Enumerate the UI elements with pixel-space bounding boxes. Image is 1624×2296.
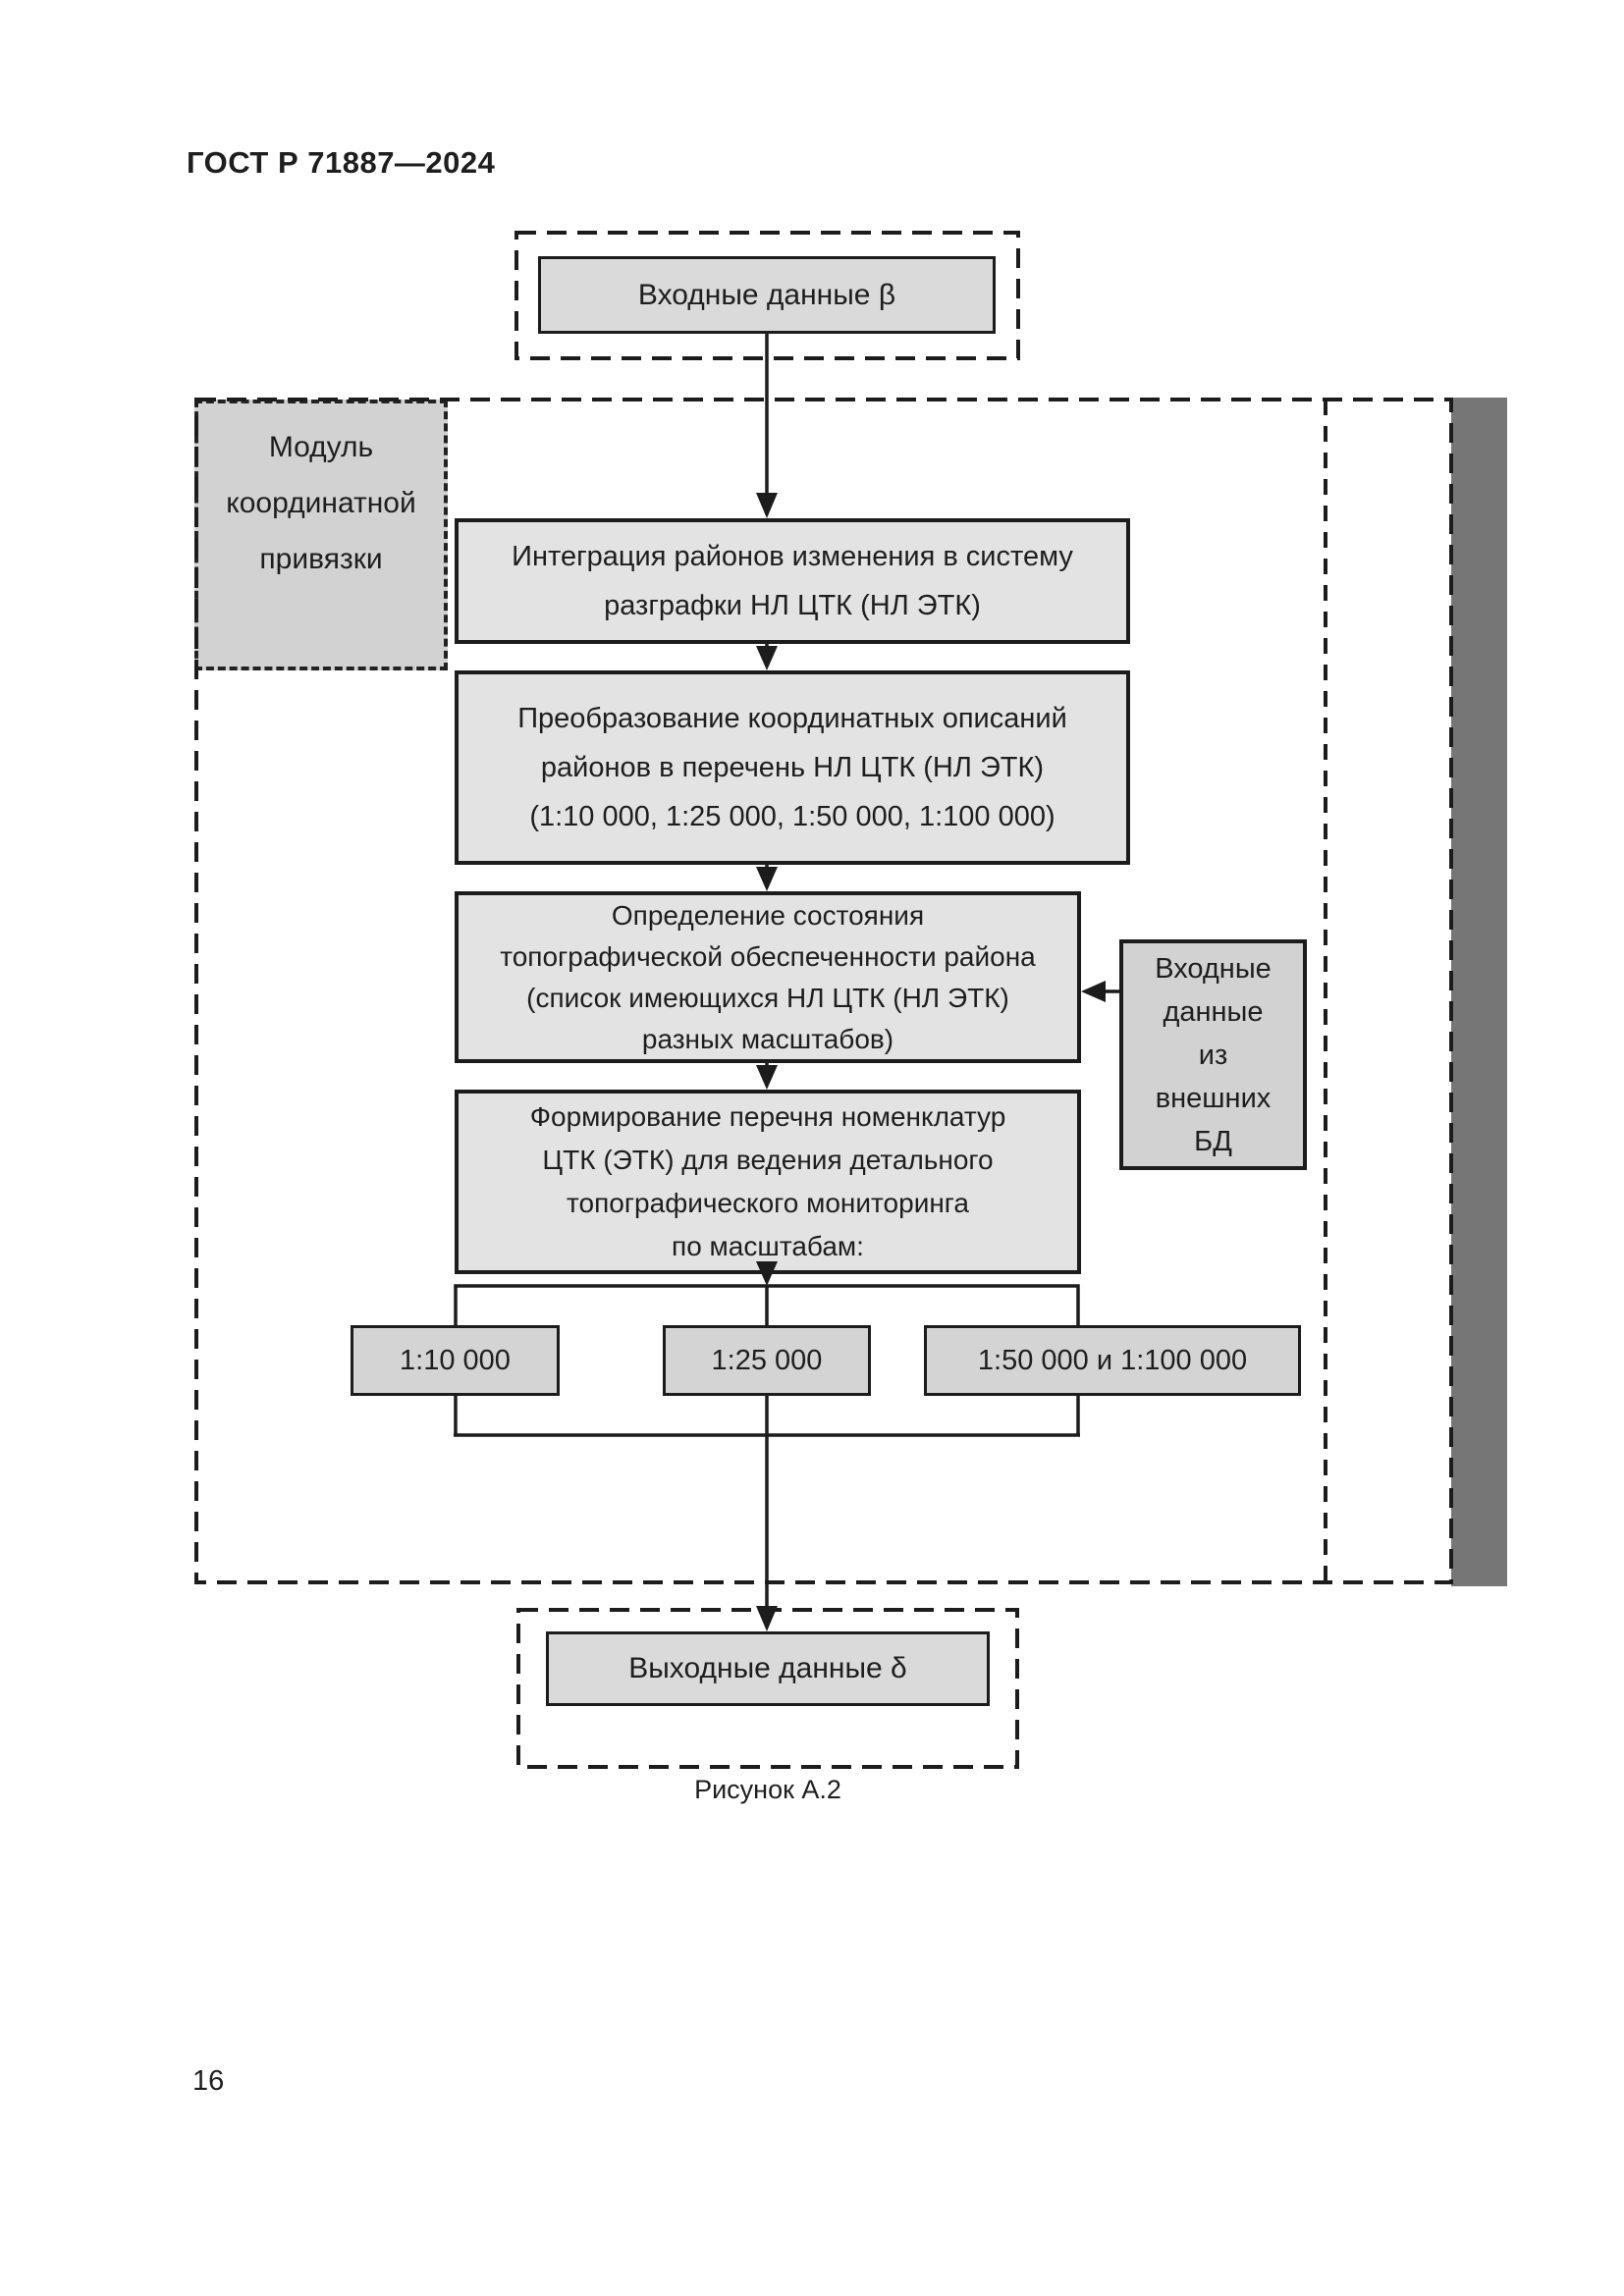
flow-node-state-line: разных масштабов) <box>641 1023 894 1054</box>
flow-node-integration-line: разграфки НЛ ЦТК (НЛ ЭТК) <box>604 590 981 621</box>
flow-node-formation-line: Формирование перечня номенклатур <box>529 1101 1006 1132</box>
flow-node-formation-line: по масштабам: <box>672 1231 864 1261</box>
flow-node-transformation-line: Преобразование координатных описаний <box>517 703 1067 734</box>
arrowhead-into-output <box>756 1606 778 1631</box>
flow-node-external-db-line: Входные <box>1155 952 1272 985</box>
arrowhead-into-transformation <box>756 646 778 670</box>
figure-caption: Рисунок А.2 <box>694 1775 841 1804</box>
flow-node-integration: Интеграция районов изменения в систему р… <box>455 518 1130 644</box>
flow-node-integration-line: Интеграция районов изменения в систему <box>512 541 1073 572</box>
flow-node-state-line: топографической обеспеченности района <box>500 940 1036 972</box>
flow-node-scale-25000-label: 1:25 000 <box>711 1345 823 1376</box>
flow-node-scale-10000: 1:10 000 <box>351 1325 560 1396</box>
module-label-line: координатной <box>226 487 416 519</box>
flow-node-external-db-line: данные <box>1163 995 1264 1028</box>
page-number: 16 <box>192 2065 225 2097</box>
flow-node-state-line: Определение состояния <box>611 899 925 931</box>
flow-node-transformation-line: (1:10 000, 1:25 000, 1:50 000, 1:100 000… <box>529 801 1056 832</box>
flow-node-external-db-line: внешних <box>1155 1082 1272 1114</box>
branch-top-rail <box>454 1284 1080 1325</box>
document-header: ГОСТ Р 71887—2024 <box>187 145 496 180</box>
arrowhead-into-integration <box>756 493 778 518</box>
flow-node-output-data-label: Выходные данные δ <box>628 1652 907 1684</box>
flow-node-output-data: Выходные данные δ <box>546 1631 990 1706</box>
module-label-line: привязки <box>259 543 383 575</box>
flow-node-formation-line: ЦТК (ЭТК) для ведения детального <box>542 1145 994 1175</box>
flow-node-input-data: Входные данные β <box>538 256 996 334</box>
flow-node-external-db-line: из <box>1198 1039 1228 1071</box>
flow-node-formation-line: топографического мониторинга <box>567 1188 969 1218</box>
flow-node-transformation-line: районов в перечень НЛ ЦТК (НЛ ЭТК) <box>540 752 1045 783</box>
module-label-line: Модуль <box>268 431 374 463</box>
flow-node-scale-10000-label: 1:10 000 <box>400 1345 511 1376</box>
flow-node-external-db: Входные данные из внешних БД <box>1119 939 1307 1170</box>
arrowhead-into-state-from-db <box>1081 981 1106 1002</box>
flow-node-external-db-line: БД <box>1194 1125 1232 1157</box>
flow-node-scale-50000-100000-label: 1:50 000 и 1:100 000 <box>977 1345 1248 1376</box>
arrowhead-into-state <box>756 867 778 891</box>
flow-node-formation: Формирование перечня номенклатур ЦТК (ЭТ… <box>455 1090 1081 1274</box>
flow-node-state-line: (список имеющихся НЛ ЦТК (НЛ ЭТК) <box>526 982 1009 1013</box>
flow-node-state-determination: Определение состояния топографической об… <box>455 891 1081 1063</box>
arrowhead-into-formation <box>756 1065 778 1090</box>
flow-node-scale-50000-100000: 1:50 000 и 1:100 000 <box>924 1325 1301 1396</box>
right-gray-strip <box>1451 398 1507 1586</box>
flow-node-input-data-label: Входные данные β <box>637 278 896 311</box>
module-label-box: Модуль координатной привязки <box>194 400 448 670</box>
flow-node-scale-25000: 1:25 000 <box>663 1325 871 1396</box>
flow-node-transformation: Преобразование координатных описаний рай… <box>455 670 1130 865</box>
